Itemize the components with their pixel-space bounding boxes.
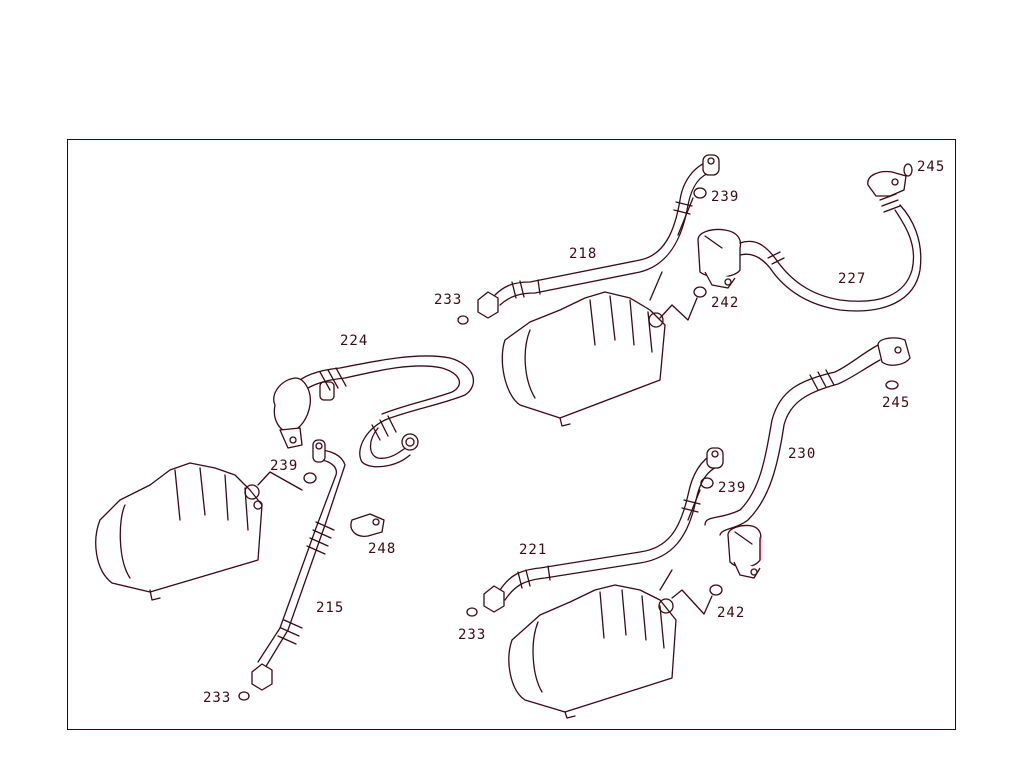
compressor-left	[95, 462, 263, 601]
callout-239-bottom: 239	[718, 480, 747, 496]
callout-215: 215	[316, 600, 345, 616]
callout-242-bottom: 242	[717, 605, 746, 621]
receiver-227	[697, 163, 922, 312]
callout-224: 224	[340, 333, 369, 349]
callout-239-left: 239	[270, 458, 299, 474]
callout-242-top: 242	[711, 295, 740, 311]
washer-239-left	[257, 471, 317, 491]
compressor-bottom	[508, 584, 677, 719]
hose-230	[704, 337, 911, 536]
callout-233-top: 233	[434, 292, 463, 308]
diagram-frame	[67, 139, 956, 730]
line-218	[457, 154, 720, 325]
callout-227: 227	[838, 271, 867, 287]
callout-233-left: 233	[203, 690, 232, 706]
callout-248: 248	[368, 541, 397, 557]
compressor-top	[501, 291, 666, 427]
receiver-bottom	[727, 524, 762, 579]
clamp-248	[350, 513, 385, 537]
callout-245-top: 245	[917, 159, 946, 175]
washer-242-bottom	[671, 584, 723, 615]
callout-218: 218	[569, 246, 598, 262]
callout-239-top: 239	[711, 189, 740, 205]
line-221	[466, 447, 724, 617]
callout-233-bottom: 233	[458, 627, 487, 643]
hose-224	[273, 355, 474, 468]
callout-221: 221	[519, 542, 548, 558]
callout-230: 230	[788, 446, 817, 462]
callout-245-mid: 245	[882, 395, 911, 411]
line-215	[238, 439, 346, 701]
washer-242-top	[659, 286, 707, 321]
